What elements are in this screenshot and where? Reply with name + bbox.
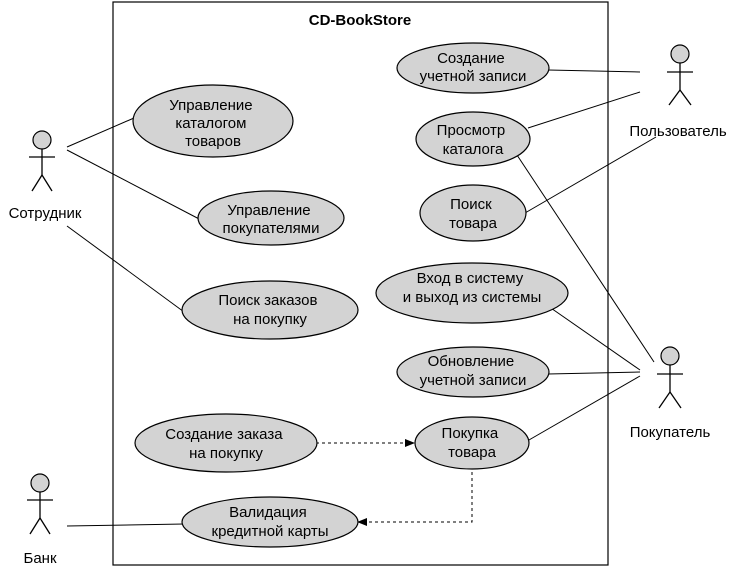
assoc-user-search-item — [524, 136, 657, 214]
use-case-label: Управление — [169, 97, 252, 114]
dependencies — [316, 439, 473, 526]
use-case-label: товара — [449, 215, 498, 232]
use-case-validate-card[interactable]: Валидация кредитной карты — [181, 496, 359, 548]
svg-text:Обновление учетной запис: Обновление учетной записи — [420, 353, 527, 389]
use-case-create-order[interactable]: Создание заказа на покупку — [134, 413, 318, 473]
system-boundary — [112, 1, 609, 566]
stick-figure-icon — [667, 44, 693, 106]
assoc-buyer-login-logout — [547, 305, 641, 371]
use-case-label: покупателями — [223, 220, 320, 237]
dep-buy-item-to-validate-card — [357, 466, 473, 526]
assoc-user-browse-catalog — [527, 91, 641, 129]
assoc-bank-validate-card — [66, 523, 185, 527]
assoc-employee-search-orders — [66, 225, 196, 321]
use-case-label: Вход в систему — [417, 270, 524, 287]
use-case-label: учетной записи — [420, 68, 527, 85]
svg-text:Валидация кредитной карт: Валидация кредитной карты — [212, 504, 329, 540]
assoc-user-create-account — [547, 69, 641, 73]
stick-figure-icon — [29, 130, 55, 192]
use-case-label: Поиск заказов — [218, 292, 317, 309]
use-case-label: кредитной карты — [212, 523, 329, 540]
svg-text:Создание заказа на покуп: Создание заказа на покупку — [165, 426, 287, 462]
use-case-create-account[interactable]: Создание учетной записи — [396, 42, 550, 94]
actor-label: Пользователь — [629, 123, 727, 140]
use-case-label: Создание заказа — [165, 426, 283, 443]
actor-bank[interactable]: Банк — [23, 473, 57, 567]
use-case-label: и выход из системы — [403, 289, 542, 306]
svg-text:Поиск заказов на покупку: Поиск заказов на покупку — [218, 292, 321, 328]
svg-text:Поиск товара: Поиск товара — [449, 196, 498, 232]
use-case-label: каталогом — [175, 115, 246, 132]
use-case-label: товаров — [185, 133, 241, 150]
use-case-browse-catalog[interactable]: Просмотр каталога — [415, 111, 531, 167]
use-case-label: товара — [448, 444, 497, 461]
assoc-buyer-browse-catalog — [514, 151, 655, 363]
use-case-label: учетной записи — [420, 372, 527, 389]
use-case-search-orders[interactable]: Поиск заказов на покупку — [181, 280, 359, 340]
actor-employee[interactable]: Сотрудник — [9, 130, 82, 222]
use-case-label: Просмотр — [437, 122, 506, 139]
associations — [66, 69, 657, 527]
stick-figure-icon — [27, 473, 53, 535]
use-case-label: Валидация — [229, 504, 307, 521]
actor-label: Покупатель — [630, 424, 711, 441]
assoc-buyer-buy-item — [521, 375, 641, 445]
svg-text:Управление покупателями: Управление покупателями — [223, 202, 320, 237]
actor-label: Сотрудник — [9, 205, 82, 222]
actor-label: Банк — [23, 550, 56, 567]
use-case-search-item[interactable]: Поиск товара — [419, 184, 527, 242]
use-case-label: Создание — [437, 50, 505, 67]
actor-buyer[interactable]: Покупатель — [630, 346, 711, 441]
use-case-manage-catalog[interactable]: Управление каталогом товаров — [132, 84, 294, 158]
use-case-label: Обновление — [428, 353, 515, 370]
assoc-employee-manage-catalog — [66, 117, 135, 148]
use-case-buy-item[interactable]: Покупка товара — [414, 416, 530, 470]
use-case-label: Управление — [227, 202, 310, 219]
svg-text:Покупка товара: Покупка товара — [442, 425, 503, 461]
svg-text:Управление каталогом: Управление каталогом товаров — [169, 97, 257, 150]
svg-text:Создание учетной записи: Создание учетной записи — [420, 50, 527, 85]
use-case-label: Поиск — [450, 196, 492, 213]
use-case-label: Покупка — [442, 425, 499, 442]
use-case-update-account[interactable]: Обновление учетной записи — [396, 346, 550, 398]
use-case-manage-customers[interactable]: Управление покупателями — [197, 190, 345, 246]
actor-user[interactable]: Пользователь — [629, 44, 727, 140]
system-title: CD-BookStore — [309, 12, 412, 29]
use-case-label: на покупку — [189, 445, 263, 462]
stick-figure-icon — [657, 346, 683, 409]
use-case-login-logout[interactable]: Вход в систему и выход из системы — [375, 262, 569, 324]
use-case-label: каталога — [443, 141, 504, 158]
svg-text:Вход в систему и выход и: Вход в систему и выход из системы — [403, 270, 542, 306]
use-case-label: на покупку — [233, 311, 307, 328]
assoc-buyer-update-account — [547, 371, 641, 375]
svg-text:Просмотр каталога: Просмотр каталога — [437, 122, 510, 158]
assoc-employee-manage-customers — [66, 149, 204, 222]
